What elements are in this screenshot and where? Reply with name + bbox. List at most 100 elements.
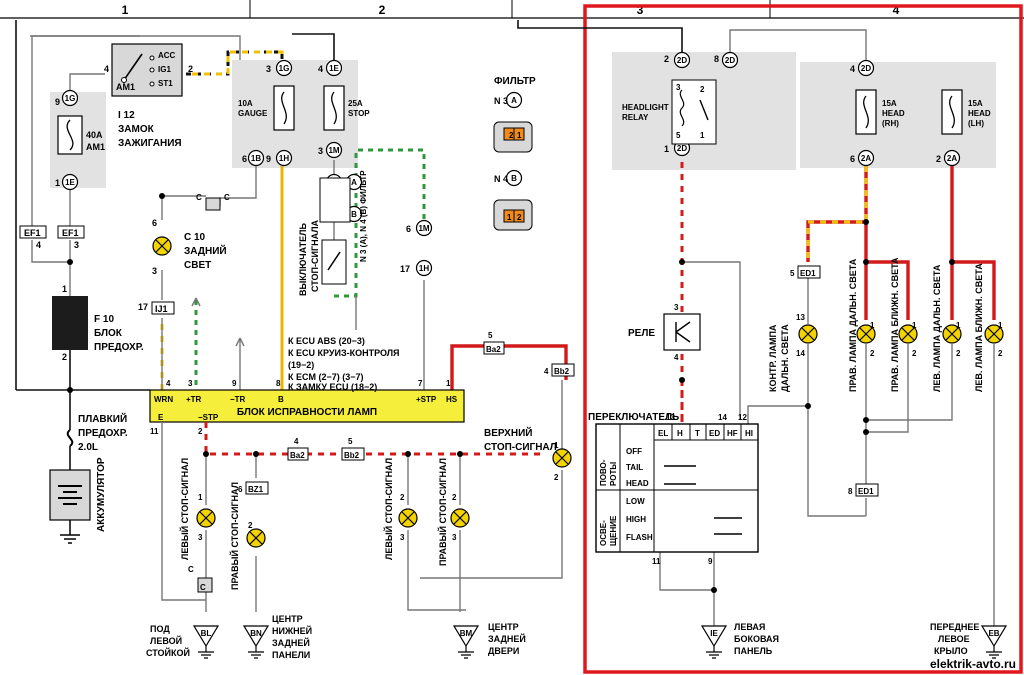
ba2-tag — [483, 341, 505, 355]
ed1-tag — [855, 483, 879, 497]
pin-label: 9 — [55, 97, 60, 107]
ecu-ref: К ECM (2−7) (3−7) — [288, 372, 364, 382]
connector-label: ED1 — [858, 487, 874, 496]
connector-pin: 1E — [61, 173, 79, 191]
switch-row: HEAD — [626, 479, 649, 488]
wire-hs — [450, 344, 568, 390]
wire-ie — [659, 552, 715, 626]
relay-pin: 5 — [676, 131, 681, 140]
right-stop-label: ПРАВЫЙ СТОП-СИГНАЛ — [229, 482, 240, 590]
junction-dot — [863, 417, 869, 423]
fuse-label: HEAD — [882, 109, 905, 118]
ground-icon: BM — [452, 625, 480, 659]
switch-col: ED — [709, 429, 720, 438]
tail-lamp-label: C 10 — [184, 232, 206, 243]
tail-lamp-label: ЗАДНИЙ — [184, 244, 227, 257]
switch-col: HI — [745, 429, 753, 438]
ground-label: НИЖНЕЙ — [272, 625, 312, 636]
fuse-block-icon — [52, 296, 88, 350]
wire-ed1-loop — [807, 406, 866, 517]
lamp-check-title: БЛОК ИСПРАВНОСТИ ЛАМП — [237, 407, 377, 418]
stop-switch-icon — [319, 177, 351, 285]
fusible-label: ПЛАВКИЙ — [78, 412, 127, 425]
column-number: 1 — [122, 3, 129, 17]
pin-label: 3 — [452, 533, 457, 542]
bulb-icon — [984, 324, 1004, 344]
module-pin: B — [278, 395, 284, 404]
left-stop-label: ЛЕВЫЙ СТОП-СИГНАЛ — [179, 458, 190, 560]
connector-label: A — [511, 96, 517, 105]
relay-label: РЕЛЕ — [628, 328, 655, 339]
connector-label: 2D — [677, 56, 687, 65]
connector-label: 2D — [725, 56, 735, 65]
wire-relay-top — [729, 29, 867, 60]
splice-label: C — [196, 193, 202, 202]
relay-pin: 2 — [700, 85, 705, 94]
head-fuses-box — [800, 62, 996, 168]
module-num: 11 — [150, 427, 159, 436]
connector-label: 1B — [251, 154, 261, 163]
ignition-pos: IG1 — [158, 65, 171, 74]
fuse-block-label: F 10 — [94, 314, 114, 325]
switch-col: H — [677, 429, 683, 438]
pin-label: 1 — [62, 284, 67, 294]
ground-code: BM — [460, 629, 473, 638]
fuse-stop-icon — [323, 85, 345, 131]
pin-label: 2 — [188, 64, 193, 74]
pin-label: 1 — [198, 493, 203, 502]
connector-pin: 2D — [721, 51, 739, 69]
fuse-block-label: БЛОК — [94, 328, 123, 339]
connector-label: B — [511, 174, 517, 183]
connector-pin: 1H — [415, 259, 433, 277]
fuse-gauge-icon — [273, 85, 295, 131]
pin-label: 2 — [998, 349, 1003, 358]
ecu-ref: К ЗАМКУ ECU (18−2) — [288, 382, 377, 392]
switch-col: EL — [658, 429, 668, 438]
ground-label: ПАНЕЛИ — [272, 650, 310, 660]
fuse-label: (LH) — [968, 119, 984, 128]
connector-label: A — [351, 178, 357, 187]
relay-label: HEADLIGHT — [622, 103, 669, 112]
ground-code: EB — [988, 629, 999, 638]
fuse-label: GAUGE — [238, 109, 268, 118]
wire-ig1 — [186, 50, 284, 76]
connector-pin: 1M — [325, 141, 343, 159]
ground-label: ЦЕНТР — [272, 614, 303, 624]
pin-label: 14 — [718, 413, 727, 422]
module-pin: WRN — [154, 395, 173, 404]
arrow-tr — [191, 297, 201, 307]
filter-pin: 2 — [509, 131, 514, 140]
ground-label: ДВЕРИ — [488, 646, 519, 656]
pin-label: 2 — [956, 349, 961, 358]
switch-group: РОТЫ — [609, 462, 618, 486]
watermark: elektrik-avto.ru — [930, 657, 1016, 671]
wire-green-loop — [334, 148, 426, 298]
bb2-tag — [341, 447, 365, 461]
module-num: 3 — [188, 379, 193, 388]
connector-label: IJ1 — [155, 304, 168, 314]
wire-head-rh-stripe — [806, 160, 868, 262]
connector-label: Ba2 — [486, 345, 501, 354]
connector-label: BZ1 — [248, 485, 264, 494]
connector-label: 1H — [279, 154, 289, 163]
wire-indicator-out — [747, 344, 809, 424]
connector-pin: 1B — [247, 149, 265, 167]
connector-label: Bb2 — [344, 451, 360, 460]
switch-group: ПОВО- — [599, 459, 608, 486]
pin-label: 4 — [544, 367, 549, 376]
module-pin: −TR — [230, 395, 246, 404]
column-number: 3 — [637, 3, 644, 17]
bulb-icon — [398, 508, 418, 528]
bulb-icon — [798, 324, 818, 344]
switch-group: ЩЕНИЕ — [609, 515, 618, 546]
upper-stop-label: СТОП-СИГНАЛ — [484, 442, 557, 453]
lamp-check-module — [149, 389, 465, 423]
pin-label: 8 — [714, 54, 719, 64]
ground-label: ЛЕВАЯ — [734, 622, 765, 632]
ground-label: ЗАДНЕЙ — [488, 633, 526, 644]
head-lamp-label: ЛЕВ. ЛАМПА БЛИЖН. СВЕТА — [974, 263, 984, 392]
junction-dot — [863, 259, 869, 265]
ground-label: ЛЕВОЙ — [150, 635, 182, 646]
junction-dot — [679, 377, 685, 383]
